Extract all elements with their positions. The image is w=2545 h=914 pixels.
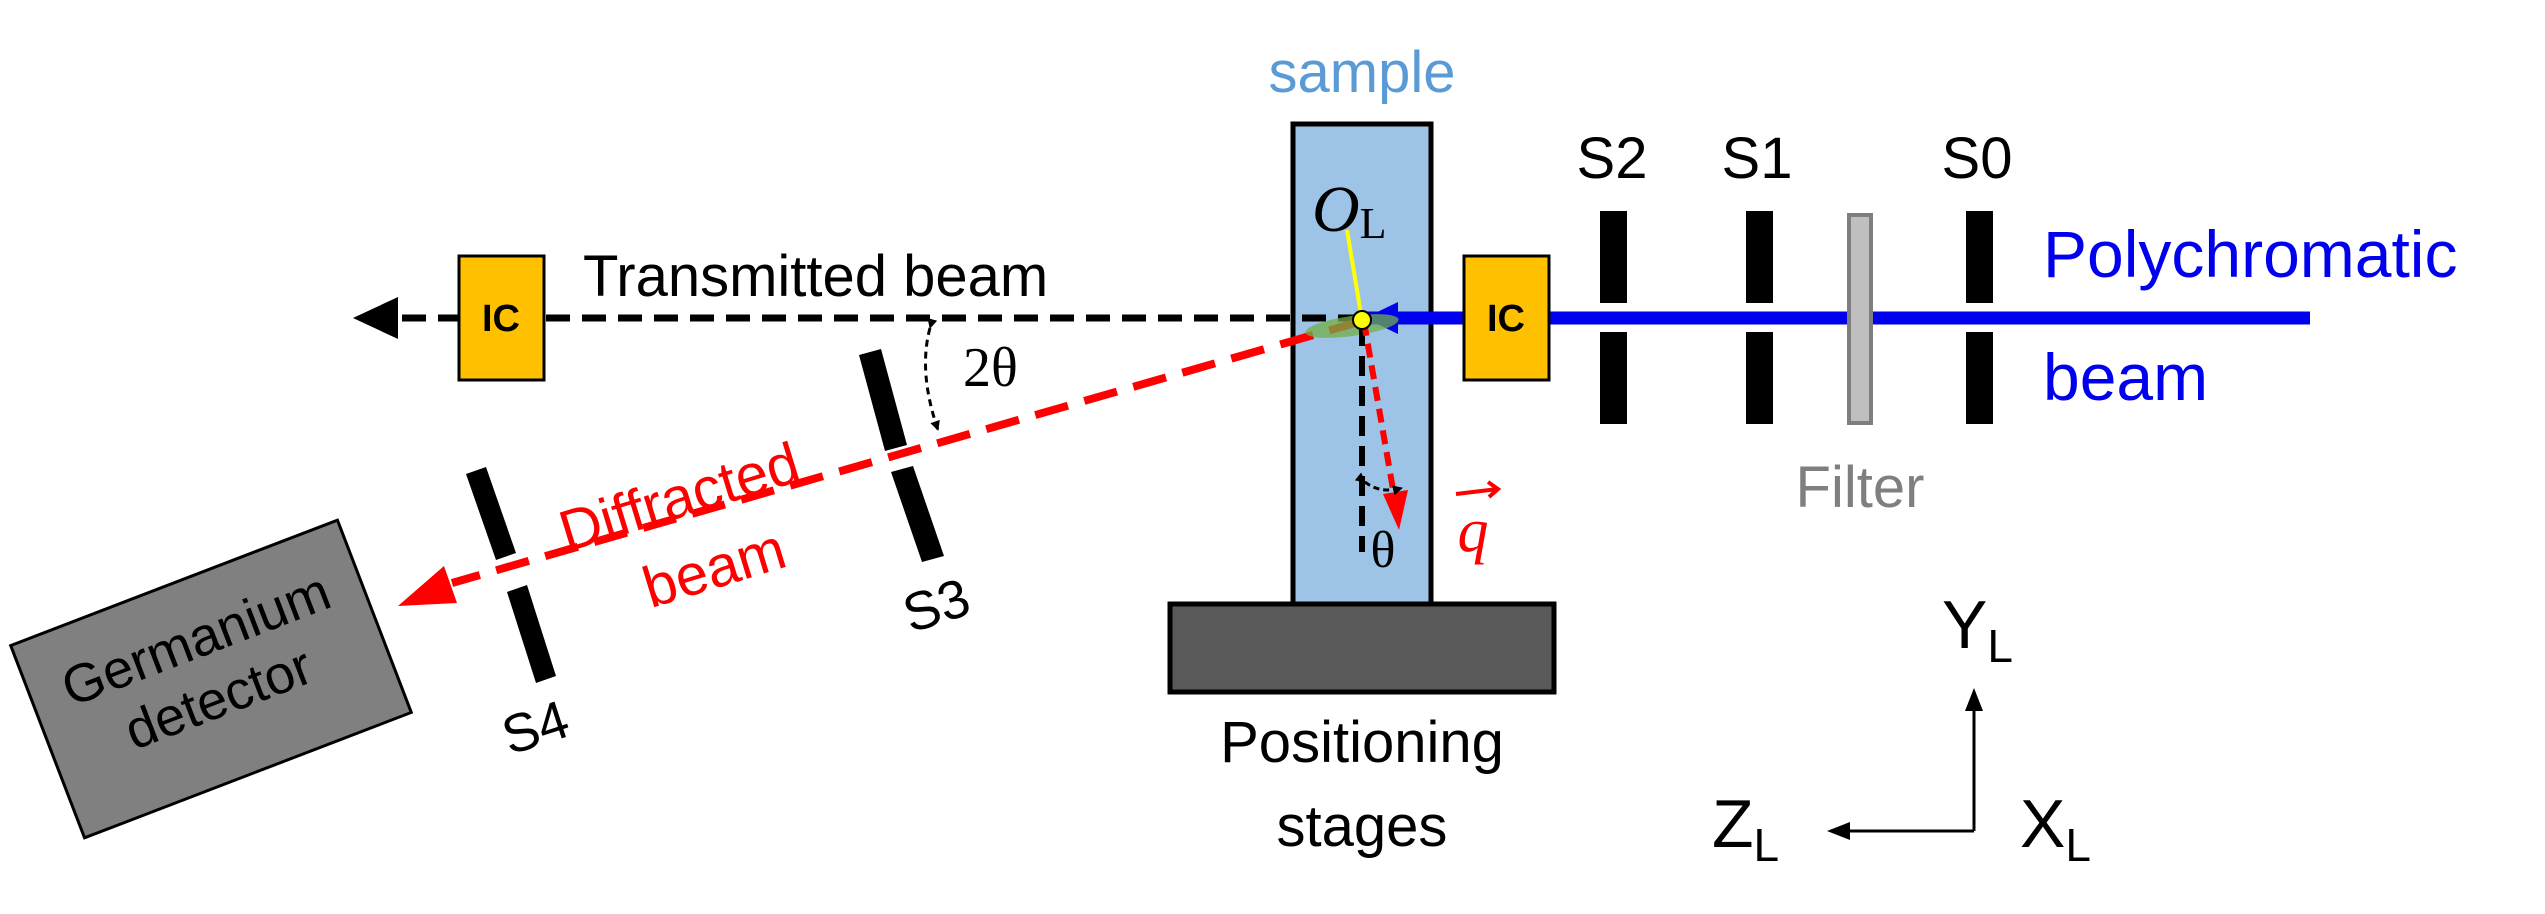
illuminated-spot: [1305, 314, 1399, 338]
ion-chamber-left: [457, 254, 546, 382]
filter-label: Filter: [1796, 455, 1925, 520]
slit-s3-label: S3: [896, 567, 977, 644]
y-axis-label: YL: [1942, 587, 2013, 672]
filter: [1847, 213, 1873, 425]
y-axis-arrowhead: [1965, 688, 1983, 711]
origin-label: OL: [1312, 173, 1387, 248]
q-vector-label: q: [1458, 497, 1489, 565]
germanium-detector: Germanium detector: [8, 518, 414, 840]
slit-s0-label: S0: [1942, 126, 2013, 191]
positioning-stage: [1167, 601, 1557, 695]
q-vector-overarrow: [1455, 480, 1502, 499]
polychromatic-label-line1: Polychromatic: [2043, 217, 2457, 291]
origin-point: [1352, 310, 1372, 330]
transmitted-beam-label: Transmitted beam: [583, 244, 1048, 309]
ion-chamber-right: [1462, 254, 1551, 382]
theta-arc: [1354, 472, 1403, 496]
slit-s1-label: S1: [1722, 126, 1793, 191]
slit-s0: [1966, 211, 1993, 424]
slit-s3: [859, 349, 944, 562]
z-axis-arrowhead: [1827, 822, 1850, 840]
sample-label: sample: [1269, 40, 1456, 105]
slit-s2-label: S2: [1577, 126, 1648, 191]
two-theta-label: 2θ: [963, 337, 1018, 399]
slit-s4: [466, 467, 556, 683]
diffracted-arrowhead: [398, 566, 457, 606]
q-vector: [1361, 321, 1397, 496]
positioning-label-line2: stages: [1277, 794, 1448, 859]
diffracted-beam: [450, 317, 1364, 587]
slit-s4-label: S4: [495, 689, 576, 766]
positioning-label-line1: Positioning: [1220, 710, 1504, 775]
slit-s2: [1600, 211, 1627, 424]
ion-chamber-right-label: IC: [1487, 298, 1525, 340]
polychromatic-label-line2: beam: [2043, 340, 2208, 414]
z-axis-label: ZL: [1712, 786, 1779, 871]
two-theta-arc: [924, 318, 940, 431]
ion-chamber-left-label: IC: [482, 298, 520, 340]
x-axis-label: XL: [2020, 786, 2091, 871]
transmitted-arrowhead: [353, 297, 398, 339]
theta-label: θ: [1371, 522, 1396, 579]
slit-s1: [1746, 211, 1773, 424]
q-vector-arrowhead: [1383, 490, 1408, 530]
origin-leader-line: [1345, 229, 1364, 321]
